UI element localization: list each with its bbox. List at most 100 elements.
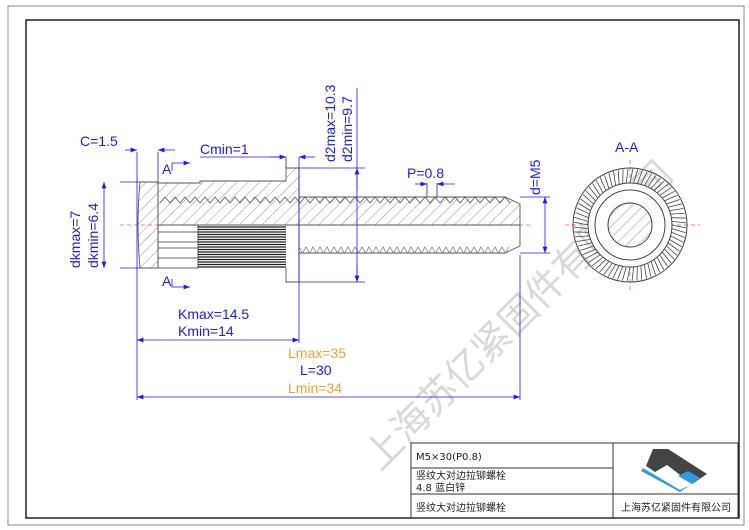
- knurl-tooth: [582, 194, 594, 205]
- knurl-tooth: [578, 202, 591, 211]
- inner-frame: [25, 19, 740, 519]
- knurl-tooth: [640, 265, 643, 280]
- knurl-tooth: [574, 216, 589, 222]
- knurl-tooth: [656, 256, 665, 270]
- knurl-tooth: [667, 242, 680, 252]
- company-name: 上海苏亿紧固件有限公司: [621, 501, 731, 514]
- dim-kmin: Kmin=14: [178, 323, 234, 339]
- knurl-tooth: [573, 226, 589, 230]
- bolt-side-view: [137, 167, 521, 283]
- knurl-tooth: [666, 199, 680, 205]
- knurl-tooth: [670, 235, 684, 243]
- knurl-tooth: [585, 251, 599, 260]
- knurl-tooth: [644, 173, 653, 186]
- dim-lmax: Lmax=35: [288, 345, 346, 361]
- knurl-tooth: [671, 231, 685, 238]
- knurl-tooth: [588, 254, 601, 263]
- knurl-tooth: [664, 248, 675, 260]
- knurl-tooth: [669, 208, 684, 212]
- knurl-tooth: [669, 239, 682, 248]
- section-mark-bottom: A: [162, 273, 172, 289]
- dim-dkmax: dkmax=7: [67, 211, 83, 268]
- title-block: [410, 442, 739, 519]
- knurl-tooth: [661, 251, 672, 264]
- thread-line-lower: [298, 246, 510, 254]
- knurl-tooth: [595, 259, 607, 270]
- knurl-tooth: [629, 168, 634, 184]
- knurl-tooth: [647, 262, 652, 277]
- dim-dkmin: dkmin=6.4: [85, 203, 101, 268]
- knurl-tooth: [656, 183, 669, 194]
- knurl-tooth: [659, 254, 668, 267]
- knurl-tooth: [671, 228, 686, 234]
- knurl-tooth: [604, 175, 610, 189]
- spec-text: M5×30(P0.8): [416, 452, 482, 463]
- knurl-tooth: [653, 259, 661, 273]
- knurl-tooth: [599, 261, 610, 273]
- knurl-tooth: [612, 265, 620, 279]
- knurl-tooth: [653, 180, 665, 191]
- knurl-tooth: [580, 198, 593, 208]
- knurl-tooth: [599, 177, 607, 191]
- knurl-tooth: [576, 238, 591, 242]
- knurl-tooth: [617, 170, 620, 185]
- knurl-tooth: [650, 177, 661, 189]
- knurl-tooth: [671, 224, 687, 229]
- knurl-tooth: [671, 220, 687, 224]
- dim-d2min: d2min=9.7: [339, 96, 355, 162]
- knurl-tooth: [573, 221, 589, 226]
- knurl-tooth: [582, 248, 596, 256]
- knurled-section: [198, 226, 286, 268]
- dimension-lines: [101, 88, 550, 400]
- section-mark-top: A: [162, 161, 172, 177]
- knurl-tooth: [640, 171, 648, 185]
- dim-lmin: Lmin=34: [288, 380, 342, 396]
- knurl-tooth: [613, 171, 617, 186]
- knurl-tooth: [631, 266, 635, 282]
- thread-profile: [159, 196, 511, 254]
- thread-line: [159, 196, 511, 204]
- knurl-tooth: [621, 266, 627, 281]
- company-logo: [641, 449, 707, 492]
- dim-cmin: Cmin=1: [200, 141, 249, 157]
- knurl-tooth: [595, 180, 604, 194]
- knurl-tooth: [588, 186, 599, 199]
- knurl-tooth: [608, 173, 613, 188]
- knurl-tooth: [578, 242, 593, 247]
- knurl-tooth: [625, 168, 629, 184]
- knurl-tooth: [592, 183, 601, 196]
- knurl-tooth: [591, 256, 604, 267]
- knurl-tooth: [575, 235, 590, 238]
- knurl-tooth: [617, 266, 624, 280]
- grade-finish: 4.8 蓝白锌: [416, 481, 465, 494]
- knurl-tooth: [661, 190, 675, 199]
- dim-d: d=M5: [527, 159, 543, 195]
- knurl-tooth: [643, 264, 647, 279]
- knurl-tooth: [580, 245, 594, 251]
- knurl-tooth: [664, 194, 678, 202]
- dim-kmax: Kmax=14.5: [178, 306, 249, 322]
- knurl-tooth: [650, 261, 656, 275]
- knurl-tooth: [576, 207, 590, 215]
- knurl-tooth: [607, 264, 616, 277]
- knurl-tooth: [659, 187, 672, 196]
- section-label: A-A: [615, 139, 639, 155]
- knurl-tooth: [585, 190, 596, 202]
- knurl-tooth: [666, 245, 678, 256]
- knurl-tooth: [603, 262, 613, 275]
- knurl-tooth: [670, 212, 685, 215]
- knurl-tooth: [626, 266, 631, 282]
- product-name: 竖纹大对边拉铆螺栓: [416, 469, 506, 482]
- knurl-tooth: [647, 175, 657, 188]
- dim-l: L=30: [300, 362, 332, 378]
- dim-d2max: d2max=10.3: [322, 84, 338, 162]
- knurl-tooth: [575, 212, 589, 219]
- knurl-tooth: [636, 170, 643, 184]
- section-view-aa: [572, 167, 688, 283]
- dim-c: C=1.5: [80, 133, 118, 149]
- knurl-tooth: [633, 169, 639, 184]
- dim-pitch: P=0.8: [407, 165, 444, 181]
- product-name-2: 竖纹大对边拉铆螺栓: [416, 501, 506, 514]
